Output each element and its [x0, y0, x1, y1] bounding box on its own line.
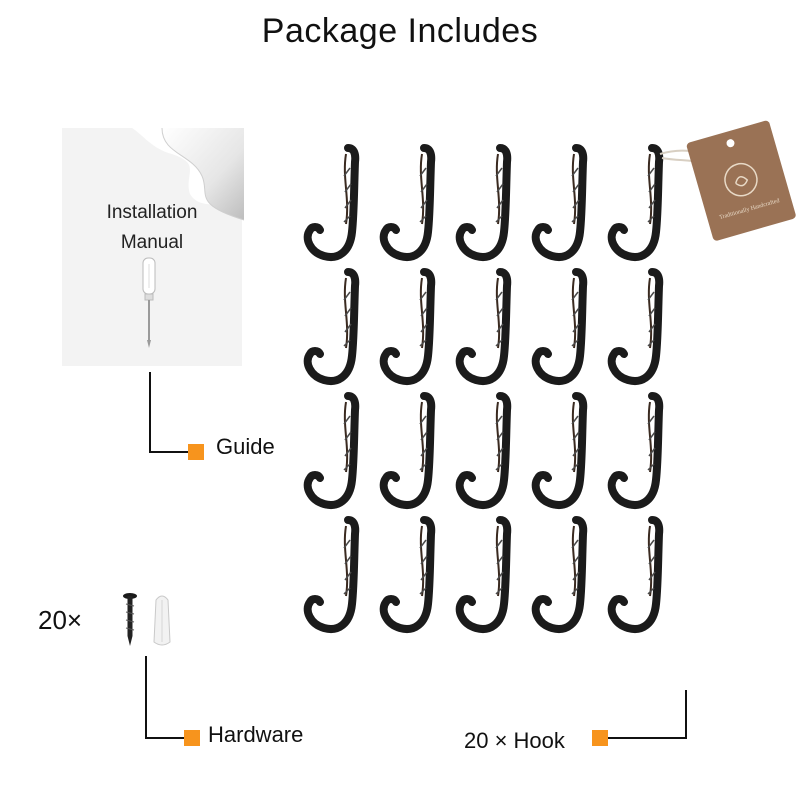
- manual-title-line1: Installation: [106, 202, 198, 223]
- screw-icon: [123, 593, 137, 646]
- wall-anchor-icon: [153, 595, 171, 646]
- hardware-marker: [184, 730, 200, 746]
- hook-marker: [592, 730, 608, 746]
- page-curl-icon: [132, 127, 244, 221]
- hardware-count-label: 20×: [38, 605, 83, 635]
- guide-marker: [188, 444, 204, 460]
- screwdriver-icon: [142, 257, 156, 348]
- manual-title-line2: Manual: [120, 232, 184, 253]
- page-title: Package Includes: [261, 12, 539, 50]
- hook-count-label: 20 × Hook: [464, 728, 565, 753]
- hardware-label: Hardware: [208, 722, 304, 747]
- guide-label: Guide: [216, 434, 275, 459]
